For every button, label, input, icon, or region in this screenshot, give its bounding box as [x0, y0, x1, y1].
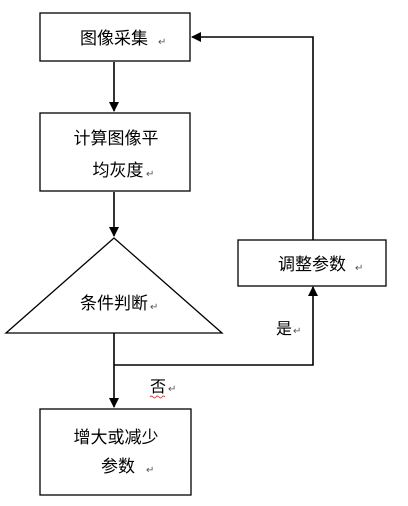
arrow-adjust-to-acquire — [191, 32, 314, 241]
node-change: 增大或减少 参数 ↵ — [39, 408, 192, 496]
node-condition: 条件判断 ↵ — [4, 237, 224, 334]
node-compute: 计算图像平 均灰度 ↵ — [39, 112, 191, 192]
paragraph-mark: ↵ — [146, 465, 154, 476]
node-adjust-label: 调整参数 — [278, 255, 346, 275]
edge-label-no: 否 ↵ — [149, 377, 176, 399]
node-acquire-label: 图像采集 — [80, 29, 148, 49]
arrow-condition-to-adjust — [114, 286, 318, 366]
paragraph-mark: ↵ — [150, 302, 158, 313]
node-change-label-line2: 参数 — [101, 457, 135, 477]
paragraph-mark: ↵ — [355, 263, 363, 274]
paragraph-mark: ↵ — [146, 169, 154, 180]
node-condition-shape — [4, 237, 224, 334]
node-acquire-box — [39, 12, 191, 62]
paragraph-mark: ↵ — [168, 384, 176, 395]
node-compute-label-line2: 均灰度 — [93, 161, 144, 181]
node-adjust: 调整参数 ↵ — [237, 239, 387, 287]
node-acquire: 图像采集 ↵ — [39, 12, 191, 62]
paragraph-mark: ↵ — [293, 326, 301, 337]
node-change-label-line1: 增大或减少 — [74, 428, 159, 448]
edge-label-no-text: 否 — [150, 377, 166, 396]
spellcheck-underline — [149, 395, 166, 399]
node-adjust-box — [237, 239, 387, 287]
node-change-box — [39, 408, 192, 496]
node-condition-label: 条件判断 — [80, 294, 148, 314]
paragraph-mark: ↵ — [158, 37, 166, 48]
edge-label-yes: 是 ↵ — [276, 319, 301, 338]
edge-label-yes-text: 是 — [276, 319, 292, 338]
node-compute-label-line1: 计算图像平 — [74, 129, 159, 149]
node-compute-box — [39, 112, 191, 192]
